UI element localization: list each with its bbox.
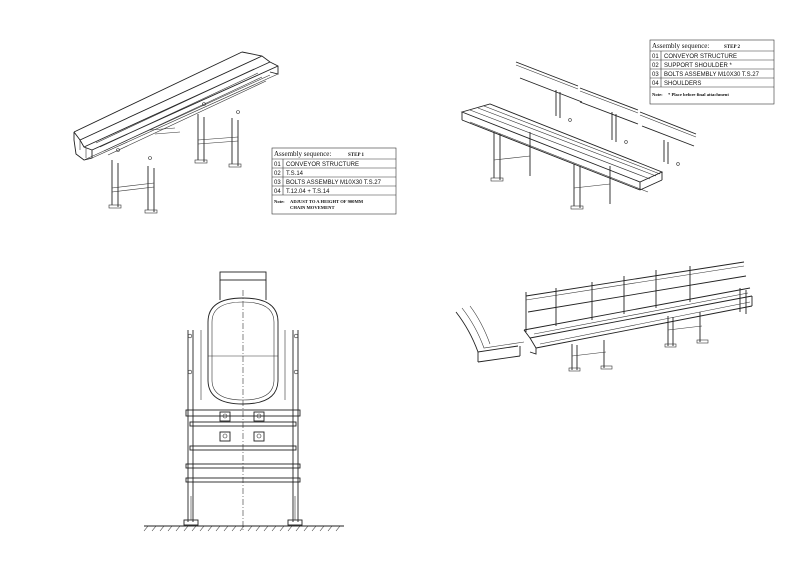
view-step2-conveyor [460,61,697,210]
table1-row3-num: 03 [274,180,281,186]
view-assembled-conveyor [455,261,753,372]
table1-row2-num: 02 [274,171,281,177]
table2-row1-text: CONVEYOR STRUCTURE [664,54,737,60]
table1-note-label: Note: [274,199,285,204]
table1-row2-text: T.S.14 [286,171,304,177]
table2-title: Assembly sequence: [652,42,709,50]
table1-note-line2: CHAIN MOVEMENT [290,205,335,210]
assembly-table-step1: Assembly sequence: STEP 1 01 CONVEYOR ST… [271,147,397,215]
table2-row3-num: 03 [652,72,659,78]
table2-note-line1: * Place before final attachment [668,92,729,97]
table2-step: STEP 2 [724,45,740,50]
table1-row4-text: T.12.04 + T.S.14 [286,189,330,195]
table2-row4-text: SHOULDERS [664,81,701,87]
table2-row1-num: 01 [652,54,659,60]
table2-row3-text: BOLTS ASSEMBLY M10X30 T.S.27 [664,72,760,78]
table1-row3-text: BOLTS ASSEMBLY M10X30 T.S.27 [286,180,382,186]
table2-row2-num: 02 [652,63,659,69]
table2-row2-text: SUPPORT SHOULDER * [664,63,732,69]
table2-note-label: Note: [652,92,663,97]
table1-note-line1: ADJUST TO A HEIGHT OF 900MM [290,199,364,204]
table1-row4-num: 04 [274,189,281,195]
table1-row1-text: CONVEYOR STRUCTURE [286,162,359,168]
table1-step: STEP 1 [348,153,364,158]
assembly-table-step2: Assembly sequence: STEP 2 01 CONVEYOR ST… [649,39,775,105]
view-step1-conveyor [73,51,279,214]
table2-row4-num: 04 [652,81,659,87]
table1-title: Assembly sequence: [274,150,331,158]
view-front-elevation [143,271,344,532]
table1-row1-num: 01 [274,162,281,168]
